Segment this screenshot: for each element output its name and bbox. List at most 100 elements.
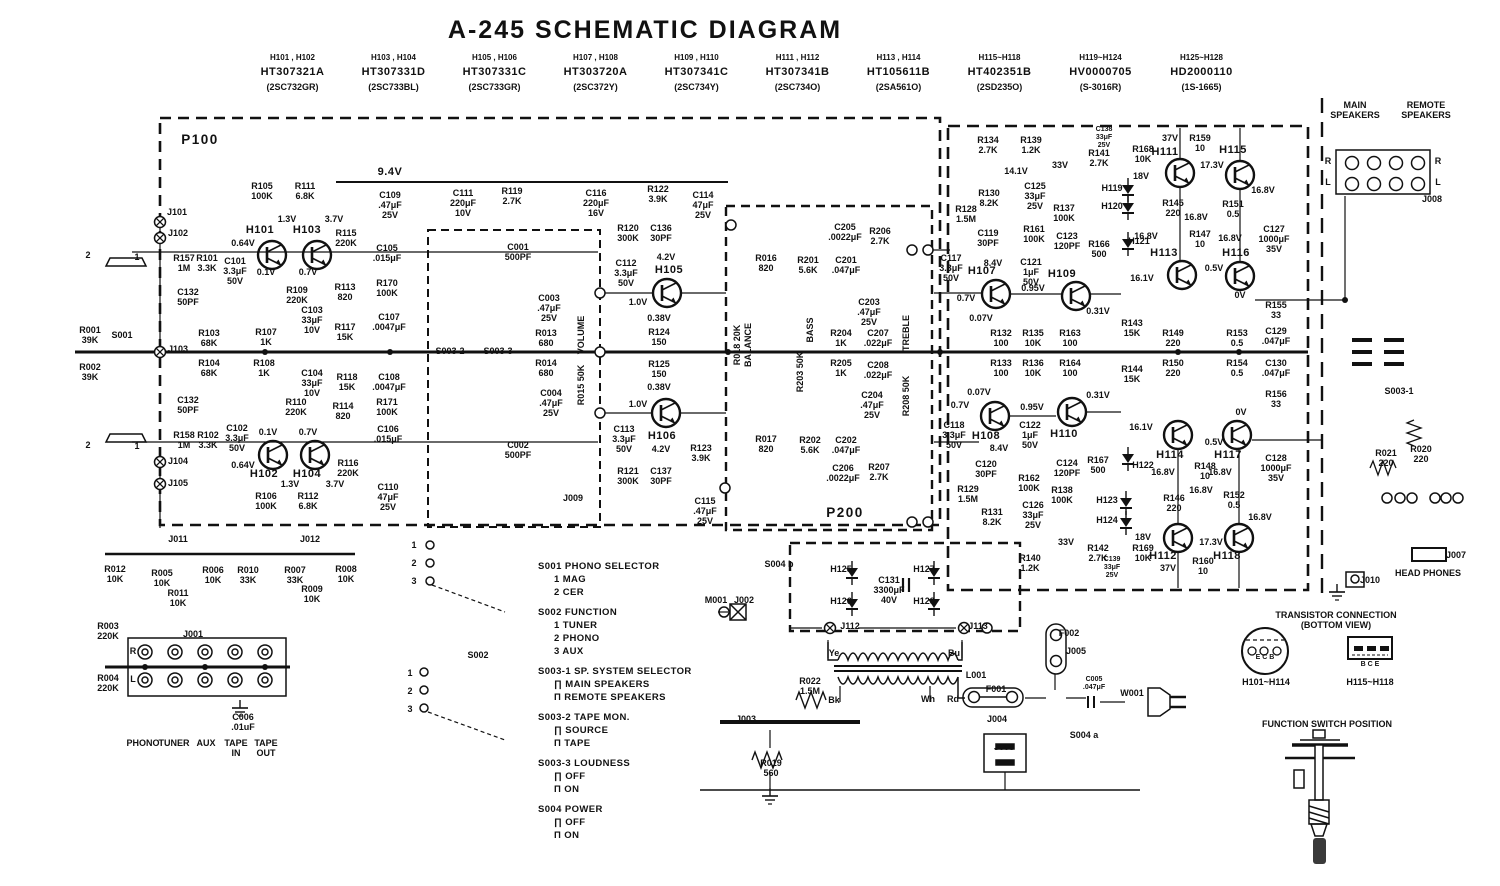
transformer-primary: [837, 652, 959, 663]
fuse-f001: [962, 687, 1024, 708]
schematic-label: R208 50K: [900, 375, 911, 417]
schematic-label: H115: [1219, 144, 1247, 156]
schematic-label: TAPE OUT: [254, 738, 278, 759]
schematic-label: R007 33K: [284, 565, 306, 586]
schematic-label: C124 120PF: [1053, 458, 1081, 479]
transistor-symbol: [1224, 159, 1256, 191]
schematic-label: C006 .01uF: [231, 712, 255, 733]
schematic-label: F001: [985, 684, 1007, 694]
transistor-type-tpart: HT303720A: [563, 66, 628, 78]
legend-item: Π ON: [554, 784, 580, 795]
transistor-type-tpart: HV0000705: [1069, 66, 1132, 78]
schematic-label: 16.8V: [1218, 233, 1242, 243]
schematic-label: 0.5V: [1204, 437, 1224, 447]
schematic-label: H117: [1214, 449, 1242, 461]
schematic-label: 0V: [1234, 290, 1246, 300]
schematic-label: 16.8V: [1251, 185, 1275, 195]
line-capacitor-c005: [1087, 696, 1095, 708]
schematic-label: R: [1434, 156, 1442, 166]
schematic-label: J006: [993, 742, 1015, 752]
schematic-label: J104: [167, 456, 189, 466]
schematic-label: R106 100K: [255, 491, 277, 512]
schematic-label: H112: [1149, 550, 1177, 562]
headphone-contacts: [1381, 492, 1464, 504]
schematic-label: 2: [411, 558, 417, 568]
schematic-label: MAIN SPEAKERS: [1330, 100, 1380, 121]
transistor-symbol: [257, 439, 289, 471]
schematic-label: C102 3.3μF 50V: [225, 423, 249, 454]
schematic-label: H101~H114: [1242, 677, 1290, 687]
schematic-label: J009: [562, 493, 584, 503]
schematic-label: H115~H118: [1346, 677, 1394, 687]
power-plug-w001: [1147, 687, 1186, 717]
schematic-label: R133 100: [990, 358, 1012, 379]
schematic-label: 33V: [1051, 160, 1069, 170]
schematic-label: C203 .47μF 25V: [857, 297, 881, 328]
transistor-type-talt: (2SD235O): [976, 81, 1023, 92]
schematic-label: 0.64V: [231, 460, 255, 470]
schematic-label: 1.0V: [628, 399, 648, 409]
schematic-label: C204 .47μF 25V: [860, 390, 884, 421]
schematic-label: J007: [1445, 550, 1467, 560]
schematic-label: 18V: [1132, 171, 1150, 181]
schematic-label: R004 220K: [97, 673, 119, 694]
schematic-label: P100: [181, 132, 219, 147]
schematic-label: R010 33K: [237, 565, 259, 586]
schematic-label: H104: [292, 468, 322, 480]
legend-item: ∏ SOURCE: [554, 725, 609, 736]
schematic-label: C123 120PF: [1053, 231, 1081, 252]
schematic-label: 0.7V: [956, 293, 976, 303]
schematic-label: R101 3.3K: [196, 253, 218, 274]
schematic-label: R151 0.5: [1222, 199, 1244, 220]
transistor-symbol: [1166, 259, 1198, 291]
schematic-label: R170 100K: [376, 278, 398, 299]
schematic-label: F002: [1058, 628, 1080, 638]
schematic-label: B C E: [1360, 661, 1380, 668]
schematic-label: 1.3V: [280, 479, 300, 489]
transistor-type-tpart: HD2000110: [1170, 66, 1233, 78]
legend-item: Π TAPE: [554, 738, 591, 749]
transistor-type-trefs: H103 , H104: [371, 53, 416, 62]
schematic-label: 17.3V: [1199, 537, 1223, 547]
legend-section-title: S003-2 TAPE MON.: [538, 712, 630, 723]
schematic-label: 0.64V: [231, 238, 255, 248]
transistor-symbol: [1221, 419, 1253, 451]
schematic-label: R134 2.7K: [977, 135, 999, 156]
schematic-label: C207 .022μF: [863, 328, 893, 349]
transistor-type-trefs: H111 , H112: [775, 53, 820, 62]
schematic-label: H119: [1101, 183, 1123, 193]
transistor-type-tpart: HT105611B: [866, 66, 931, 78]
schematic-label: R005 10K: [151, 568, 173, 589]
schematic-label: C136 30PF: [650, 223, 672, 244]
schematic-label: R123 3.9K: [690, 443, 712, 464]
schematic-label: R148 10: [1194, 461, 1216, 482]
schematic-label: 0.7V: [950, 400, 970, 410]
schematic-label: 0.95V: [1021, 283, 1045, 293]
schematic-label: 0V: [1235, 407, 1247, 417]
schematic-label: 17.3V: [1200, 160, 1224, 170]
schematic-label: 16.8V: [1208, 467, 1232, 477]
schematic-label: 0.1V: [258, 427, 278, 437]
transistor-symbols: [256, 157, 1256, 554]
legend-section-title: S002 FUNCTION: [538, 607, 618, 618]
schematic-label: 37V: [1159, 563, 1177, 573]
schematic-label: R114 820: [332, 401, 354, 422]
schematic-label: R013 680: [535, 328, 557, 349]
transistor-type-tpart: HT307341C: [664, 66, 729, 78]
schematic-label: R207 2.7K: [868, 462, 890, 483]
schematic-label: R003 220K: [97, 621, 119, 642]
schematic-label: R110 220K: [285, 397, 307, 418]
schematic-label: 8.4V: [983, 258, 1003, 268]
schematic-label: BASS: [804, 317, 815, 343]
schematic-label: TRANSISTOR CONNECTION (BOTTOM VIEW): [1275, 610, 1397, 631]
schematic-label: R122 3.9K: [647, 184, 669, 205]
schematic-label: R203 50K: [794, 351, 805, 393]
schematic-label: R009 10K: [301, 584, 323, 605]
wires: [75, 128, 1346, 791]
schematic-label: H105: [654, 264, 684, 276]
schematic-label: E C B: [1255, 654, 1275, 661]
schematic-label: C126 33μF 25V: [1022, 500, 1044, 531]
schematic-label: 1: [411, 540, 417, 550]
